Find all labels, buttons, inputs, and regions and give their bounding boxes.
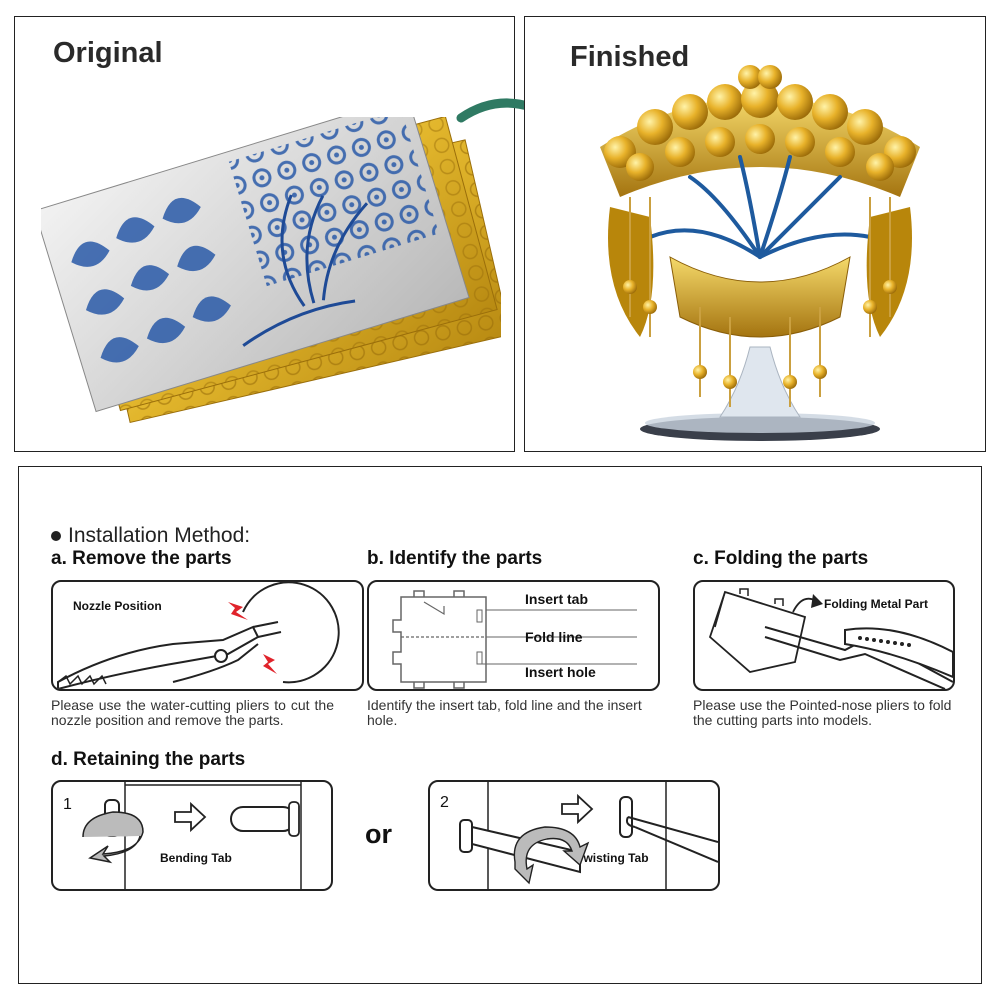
finished-heading: Finished bbox=[570, 41, 690, 73]
bending-tab-icon bbox=[82, 782, 302, 889]
step-d1-number: 1 bbox=[63, 796, 72, 813]
fold-line-label: Fold line bbox=[525, 629, 583, 645]
step-a-illustration: Nozzle Position bbox=[51, 580, 364, 691]
step-c-title: c. Folding the parts bbox=[693, 548, 869, 569]
bending-tab-label: Bending Tab bbox=[160, 851, 232, 865]
finished-panel: Finished bbox=[524, 16, 986, 452]
metal-sheets-image bbox=[41, 117, 501, 424]
step-d2-number: 2 bbox=[440, 794, 449, 811]
step-b-title: b. Identify the parts bbox=[367, 548, 543, 569]
step-d-title: d. Retaining the parts bbox=[51, 749, 246, 770]
insert-hole-label: Insert hole bbox=[525, 664, 596, 680]
insert-tab-label: Insert tab bbox=[525, 591, 589, 607]
installation-heading-text: Installation Method: bbox=[68, 524, 251, 547]
bullet-icon bbox=[51, 531, 61, 542]
instructions-panel: Installation Method: a. Remove the parts… bbox=[18, 466, 982, 984]
twisting-tab-label: Twisting Tab bbox=[577, 851, 649, 865]
original-panel: Original bbox=[14, 16, 515, 452]
or-label: or bbox=[365, 819, 392, 849]
original-heading: Original bbox=[53, 37, 163, 69]
twisting-tab-icon bbox=[459, 782, 718, 889]
water-cutting-pliers-icon bbox=[57, 582, 340, 689]
step-c-description: Please use the Pointed-nose pliers to fo… bbox=[693, 697, 952, 728]
installation-heading: Installation Method: bbox=[51, 524, 250, 548]
nozzle-position-label: Nozzle Position bbox=[73, 599, 162, 613]
part-diagram-icon bbox=[392, 590, 637, 689]
step-d2-illustration: 2 Twisting Tab bbox=[428, 780, 720, 891]
step-b-description: Identify the insert tab, fold line and t… bbox=[367, 697, 642, 728]
step-b-illustration: Insert tab Fold line Insert hole bbox=[367, 580, 660, 691]
step-d1-illustration: 1 Bending Tab bbox=[51, 780, 333, 891]
finished-model-image bbox=[600, 65, 920, 441]
step-c-illustration: Folding Metal Part bbox=[693, 580, 955, 691]
step-a-description: Please use the water-cutting pliers to c… bbox=[51, 697, 334, 728]
folding-metal-part-label: Folding Metal Part bbox=[824, 597, 929, 611]
step-a-title: a. Remove the parts bbox=[51, 548, 232, 569]
pointed-nose-pliers-icon bbox=[708, 588, 953, 689]
